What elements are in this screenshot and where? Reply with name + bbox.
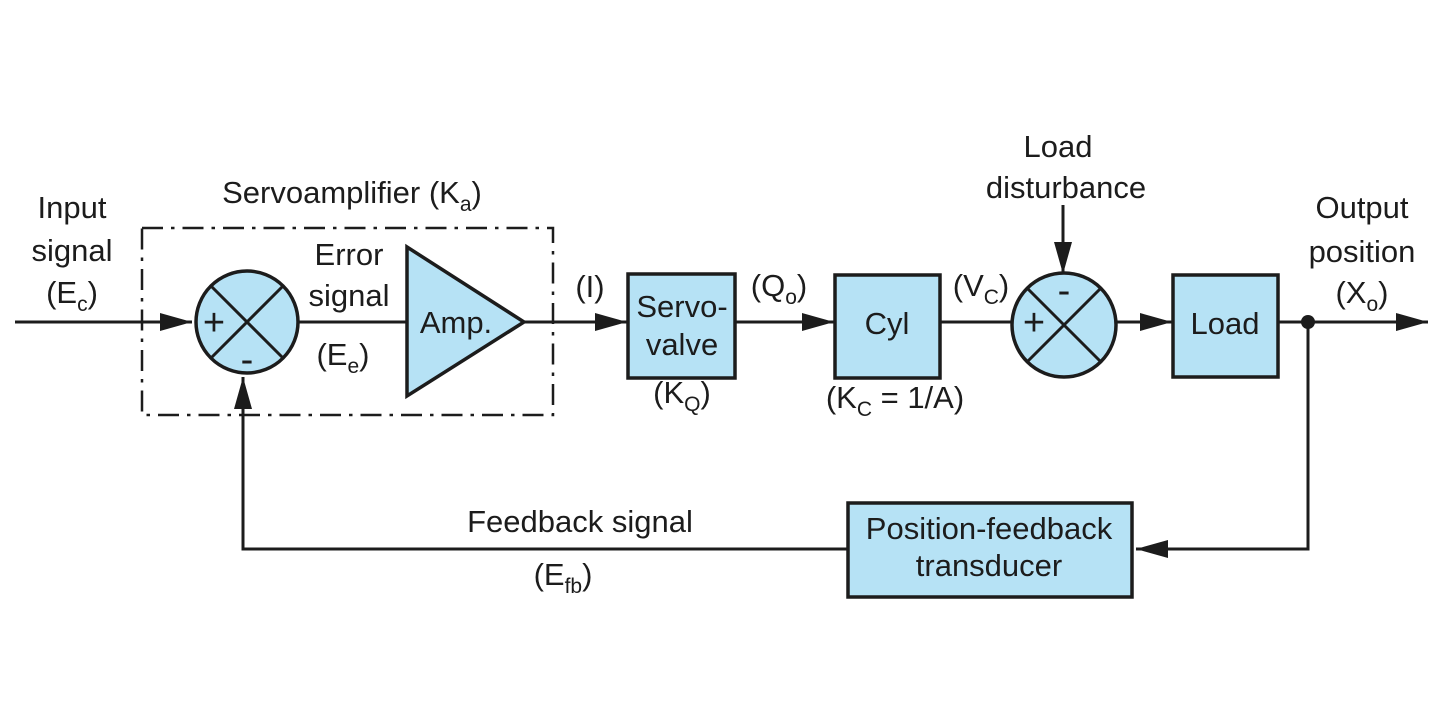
sum2-minus-sign: - [1058,270,1071,312]
servo-valve-block: Servo- valve (KQ) [626,272,737,416]
amp-label: Amp. [420,305,492,340]
velocity-symbol: (VC) [953,268,1010,309]
input-label-line1: Input [38,190,107,225]
flow-symbol: (Qo) [751,268,807,309]
servo-valve-label-line2: valve [646,327,718,362]
summing-junction-1-cross [209,284,285,360]
load-disturbance-line2: disturbance [986,170,1146,205]
load-label: Load [1191,306,1260,341]
current-symbol: (I) [575,269,604,304]
summing-junction-2: + - [1010,270,1118,379]
transducer-label-line1: Position-feedback [866,511,1113,546]
load-disturbance-label: Load disturbance [986,129,1146,205]
branch-dot [1301,315,1315,329]
input-symbol: (Ec) [46,275,98,316]
transducer-block: Position-feedback transducer [846,501,1134,599]
output-position-label: Output position (Xo) [1309,190,1416,316]
feedback-symbol: (Efb) [534,557,593,598]
cyl-box [833,273,942,380]
output-label-line2: position [1309,234,1416,269]
servoamplifier-dashed-box [140,226,555,417]
servo-valve-label-line1: Servo- [636,289,727,324]
cyl-label: Cyl [865,306,910,341]
sum1-minus-sign: - [241,339,254,381]
sum2-plus-sign: + [1023,302,1045,344]
amplifier-block: Amp. [405,243,528,400]
summing-junction-1: + - [194,269,300,381]
output-label-line1: Output [1315,190,1408,225]
cyl-gain-label: (KC = 1/A) [826,380,964,421]
servo-valve-box [626,272,737,380]
input-label-line2: signal [32,233,113,268]
transducer-label-line2: transducer [916,548,1062,583]
load-disturbance-line1: Load [1024,129,1093,164]
line-feedback-right [1136,322,1310,558]
error-label-line1: Error [315,237,384,272]
input-signal-label: Input signal (Ec) [32,190,113,316]
line-feedback-left [234,377,848,551]
cylinder-block: Cyl (KC = 1/A) [826,273,964,421]
feedback-label-line1: Feedback signal [467,504,693,539]
load-block: Load [1171,273,1280,379]
summing-junction-2-cross [1025,286,1103,364]
amp-triangle [405,243,528,400]
output-symbol: (Xo) [1335,275,1388,316]
error-symbol: (Ee) [316,337,369,378]
feedback-signal-label: Feedback signal (Efb) [467,504,693,598]
load-box [1171,273,1280,379]
error-signal-label: Error signal (Ee) [309,237,390,378]
error-label-line2: signal [309,278,390,313]
servoamplifier-title: Servoamplifier (Ka) [222,175,482,216]
sum1-plus-sign: + [203,302,225,344]
transducer-box [846,501,1134,599]
servo-valve-gain-label: (KQ) [653,375,711,416]
